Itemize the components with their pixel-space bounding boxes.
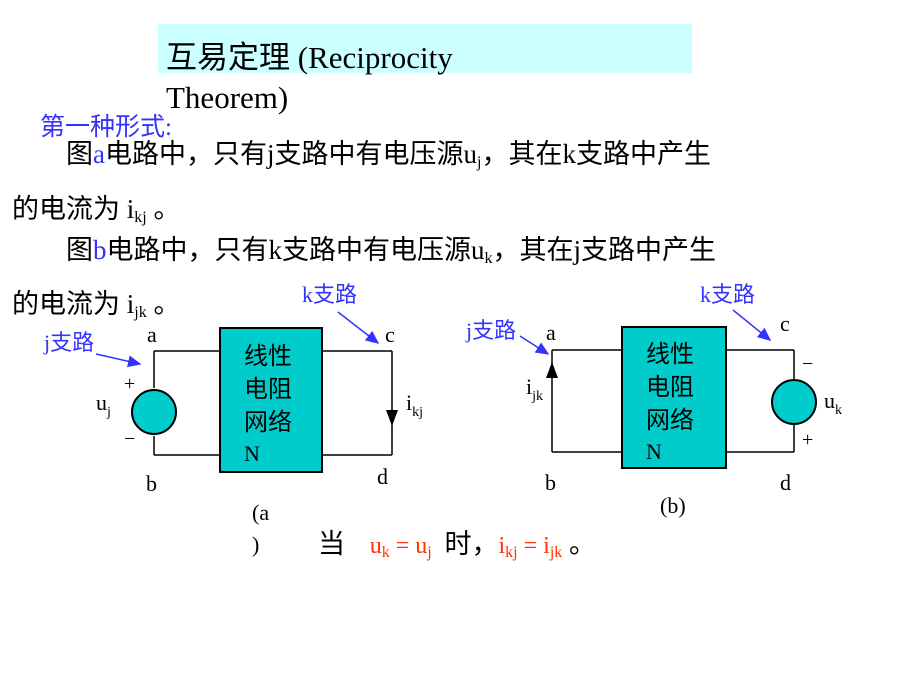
slide-title: 互易定理 (Reciprocity Theorem) <box>166 40 453 115</box>
para1-line2-main: 的电流为 i <box>12 194 135 224</box>
node-b-label-a: b <box>146 471 157 496</box>
source-b-sub: k <box>835 403 842 418</box>
res-i2: i <box>543 533 550 559</box>
network-box-b <box>621 326 727 469</box>
para1-fig: a <box>93 139 105 169</box>
para2-fig: b <box>93 235 107 265</box>
network-label-a-1: 线性 <box>244 343 292 370</box>
caption-b: (b) <box>660 493 686 518</box>
para1-main: 电路中，只有j支路中有电压源u <box>104 139 477 169</box>
current-arrow-b <box>546 362 558 378</box>
result-expression: ikj = ijk <box>498 533 563 561</box>
network-label-a-4: N <box>244 441 260 466</box>
k-branch-label-b: k支路 <box>700 282 755 307</box>
network-label-b-3: 网络 <box>646 407 694 434</box>
para2-prefix: 图 <box>66 235 93 265</box>
node-a-label-b: a <box>546 320 556 345</box>
para2-main: 电路中，只有k支路中有电压源u <box>106 235 485 265</box>
current-b-symbol: i <box>526 374 532 399</box>
para1-line2-suffix: 。 <box>146 194 181 224</box>
plus-sign-a: + <box>124 373 135 395</box>
cond-eq: = <box>389 533 416 559</box>
conclusion-line: 当 uk = uj 时，ikj = ijk 。 <box>318 522 596 562</box>
para2-line1: 图b电路中，只有k支路中有电压源uk，其在j支路中产生 <box>66 228 716 268</box>
para1-sub: j <box>477 154 482 171</box>
current-label-a: ikj <box>406 390 423 420</box>
para1-suffix: ，其在k支路中产生 <box>481 139 711 169</box>
para2-line2: 的电流为 ijk 。 <box>12 282 180 322</box>
para1-line2: 的电流为 ikj 。 <box>12 187 180 227</box>
para2-sub: k <box>484 250 493 267</box>
node-c-label-b: c <box>780 311 790 336</box>
conclusion-end: 。 <box>562 529 597 559</box>
j-branch-label-b: j支路 <box>465 318 516 343</box>
conclusion-time: 时， <box>444 529 499 559</box>
network-box-a <box>219 327 323 473</box>
circuit-b: 线性 电阻 网络 N k支路 j支路 a b c d − + uk ijk (b… <box>465 282 842 518</box>
cond-u2: u <box>415 533 428 559</box>
current-a-sub: kj <box>412 405 423 420</box>
k-branch-pointer-b <box>732 309 772 341</box>
node-b-label-b: b <box>545 470 556 495</box>
res-i1: i <box>498 533 506 559</box>
node-d-label-b: d <box>780 470 791 495</box>
caption-a-line2: ) <box>252 532 259 557</box>
res-i2-sub: jk <box>549 544 563 561</box>
source-label-b: uk <box>824 388 842 418</box>
para2-line2-main: 的电流为 i <box>12 289 135 319</box>
node-c-label-a: c <box>385 322 395 347</box>
j-branch-pointer-b <box>519 335 550 355</box>
current-arrow-a <box>386 410 398 426</box>
plus-sign-b: + <box>802 429 813 451</box>
current-b-sub: jk <box>531 389 543 404</box>
conclusion-when: 当 <box>318 529 345 559</box>
k-branch-label-a: k支路 <box>302 282 357 307</box>
network-label-b-4: N <box>646 439 662 464</box>
res-i1-sub: kj <box>505 544 518 561</box>
cond-u1-sub: k <box>381 544 390 561</box>
network-label-a-3: 网络 <box>244 409 292 436</box>
voltage-source-a <box>131 389 177 435</box>
cond-u2-sub: j <box>427 544 432 561</box>
para2-line2-sub: jk <box>134 304 147 321</box>
para2-suffix: ，其在j支路中产生 <box>492 235 717 265</box>
source-b-symbol: u <box>824 388 835 413</box>
current-label-b: ijk <box>526 374 543 404</box>
node-a-label-a: a <box>147 322 157 347</box>
condition-expression: uk = uj <box>369 533 432 561</box>
current-a-symbol: i <box>406 390 412 415</box>
j-branch-label-a: j支路 <box>43 330 94 355</box>
circuit-a: 线性 电阻 网络 N k支路 j支路 a b c d + − uj ikj (a… <box>43 282 423 557</box>
network-label-b-1: 线性 <box>646 341 694 368</box>
cond-u1: u <box>369 533 382 559</box>
network-label-a-2: 电阻 <box>244 376 292 403</box>
title-background <box>158 24 692 73</box>
res-eq: = <box>517 533 544 559</box>
caption-a-line1: (a <box>252 500 269 525</box>
para1-line2-sub: kj <box>134 209 147 226</box>
source-a-symbol: u <box>96 390 107 415</box>
source-a-sub: j <box>106 405 111 420</box>
k-branch-pointer-a <box>337 311 380 344</box>
para1-line1: 图a电路中，只有j支路中有电压源uj，其在k支路中产生 <box>66 132 711 172</box>
j-branch-pointer-a <box>95 353 142 368</box>
voltage-source-b <box>771 379 817 425</box>
minus-sign-a: − <box>124 428 135 450</box>
para2-line2-suffix: 。 <box>146 289 181 319</box>
node-d-label-a: d <box>377 464 388 489</box>
minus-sign-b: − <box>802 353 813 375</box>
subtitle: 第一种形式: <box>40 114 172 141</box>
source-label-a: uj <box>96 390 111 420</box>
network-label-b-2: 电阻 <box>646 374 694 401</box>
para1-prefix: 图 <box>66 139 93 169</box>
